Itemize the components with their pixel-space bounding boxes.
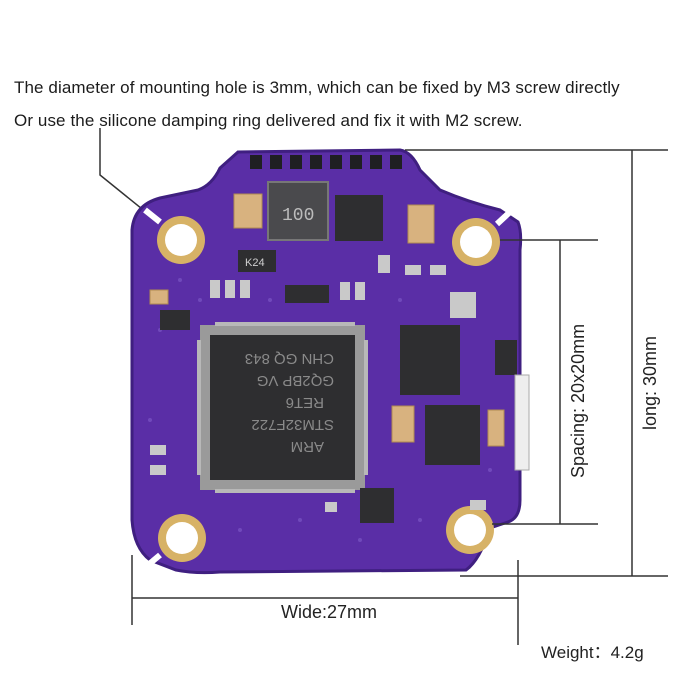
weight-label: Weight：4.2g [541,643,644,662]
hole-slots [143,207,513,568]
mcu-text-5: CHN GQ 843 [245,350,334,367]
mounting-hole-bottom-right [446,506,494,554]
mounting-hole-bottom-left [158,514,206,562]
passive-components [150,255,486,512]
spacing-label: Spacing: 20x20mm [568,323,588,478]
length-label: long: 30mm [640,335,660,430]
small-chip-label: K24 [245,257,265,269]
svg-text:100: 100 [282,206,314,226]
mcu-text-2: STM32F722 [251,416,334,433]
mcu-text-3: RET6 [286,394,324,411]
caption-line-2: Or use the silicone damping ring deliver… [14,111,523,130]
mcu-chip: ARM STM32F722 RET6 GQ2BP VG CHN GQ 843 [197,322,368,493]
small-chips [160,195,517,523]
mounting-hole-top-right [452,218,500,266]
dimension-lines [131,149,668,645]
mcu-text-4: GQ2BP VG [257,372,334,389]
top-connector-pads [250,155,402,169]
width-label: Wide:27mm [281,602,378,622]
mounting-hole-top-left [157,216,205,264]
capacitors [149,193,505,447]
mcu-text-1: ARM [291,438,324,455]
side-connector [514,374,530,471]
inductor-top: 100 [267,181,329,241]
caption-line-1: The diameter of mounting hole is 3mm, wh… [14,78,620,97]
